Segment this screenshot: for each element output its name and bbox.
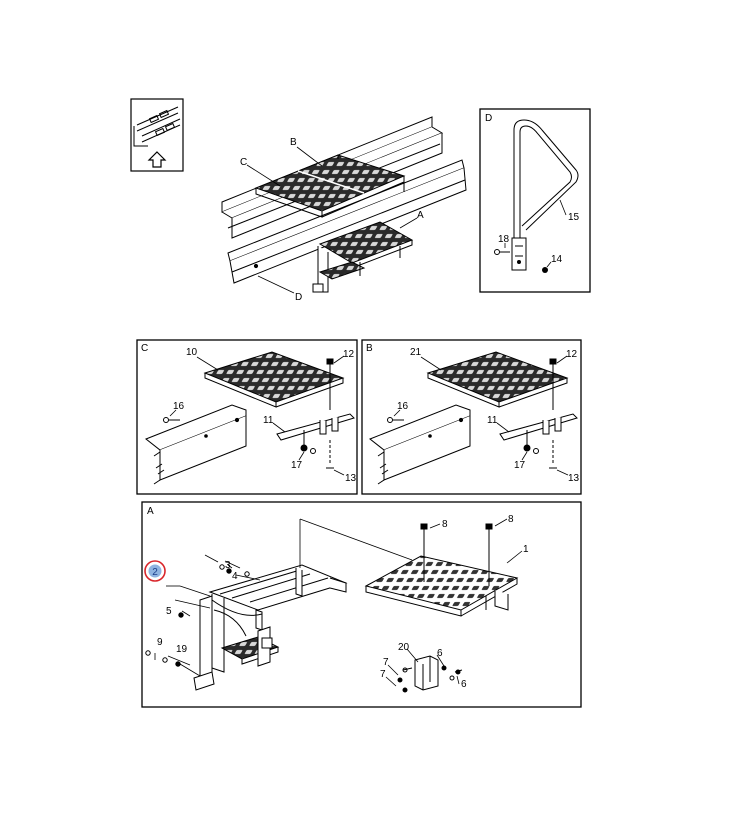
handrail-part — [511, 119, 579, 271]
channel-rail-b — [369, 404, 471, 485]
callout-7-a: 7 — [383, 657, 389, 668]
panel-d: D 15 18 14 — [479, 108, 591, 293]
arrow-up-icon — [147, 151, 167, 168]
bolts-b — [387, 358, 557, 469]
callout-16-b: 16 — [397, 401, 409, 412]
panel-b: B — [361, 339, 582, 495]
bracket-11-c — [276, 413, 355, 441]
panel-b-title: B — [366, 343, 373, 354]
panel-c-leaders — [169, 355, 345, 476]
callout-3: 3 — [225, 560, 231, 571]
callout-8-b: 8 — [508, 514, 514, 525]
bolts-8 — [420, 523, 493, 586]
rails-mini-icon — [133, 106, 181, 147]
callout-15: 15 — [568, 212, 580, 223]
highlight-callout-2[interactable]: 2 — [144, 560, 166, 582]
callout-6-b: 6 — [461, 679, 467, 690]
highlight-fill — [148, 564, 162, 578]
callout-11-b: 11 — [487, 415, 498, 426]
panel-b-leaders — [393, 355, 569, 476]
callout-16: 16 — [173, 401, 185, 412]
callout-12: 12 — [343, 349, 355, 360]
callout-4: 4 — [232, 571, 238, 582]
panel-d-leaders — [504, 199, 567, 268]
callout-6-a: 6 — [437, 648, 443, 659]
callout-13: 13 — [345, 473, 357, 484]
direction-box — [130, 98, 184, 172]
callout-8-a: 8 — [442, 519, 448, 530]
frame-hardware — [145, 564, 250, 667]
callout-7-b: 7 — [380, 669, 386, 680]
callout-21: 21 — [410, 347, 422, 358]
callout-2: 2 — [152, 567, 158, 578]
overview-label-d: D — [295, 292, 302, 303]
step-frame-assembly — [193, 564, 348, 691]
callout-17: 17 — [291, 460, 303, 471]
overview-label-c: C — [240, 157, 247, 168]
callout-19: 19 — [176, 644, 188, 655]
callout-14: 14 — [551, 254, 563, 265]
panel-d-title: D — [485, 113, 492, 124]
step-grate-1 — [364, 555, 519, 617]
panel-a-assembly-leaders — [154, 518, 413, 677]
overview-label-a: A — [417, 210, 424, 221]
panel-c: C — [136, 339, 358, 495]
callout-10: 10 — [186, 347, 198, 358]
grate-10 — [203, 351, 345, 408]
callout-17-b: 17 — [514, 460, 526, 471]
callout-5: 5 — [166, 606, 172, 617]
callout-11: 11 — [263, 415, 274, 426]
highlight-ring — [144, 560, 166, 582]
nut-14 — [542, 267, 548, 273]
panel-a-leaders — [385, 518, 523, 687]
panel-a: A — [141, 501, 582, 708]
overview-leaders — [246, 146, 418, 294]
channel-rail-c — [145, 404, 247, 485]
callout-20: 20 — [398, 642, 410, 653]
panel-a-title: A — [147, 506, 154, 517]
callout-9: 9 — [157, 637, 163, 648]
mount-bracket-20 — [397, 655, 463, 693]
grate-21 — [426, 351, 569, 408]
bracket-11-b — [499, 413, 578, 441]
overview-illustration — [221, 116, 467, 293]
bolts-c — [163, 358, 334, 469]
overview-label-b: B — [290, 137, 297, 148]
bolt-18 — [494, 249, 510, 255]
panel-c-title: C — [141, 343, 148, 354]
callout-18: 18 — [498, 234, 510, 245]
callout-1: 1 — [523, 544, 529, 555]
callout-12-b: 12 — [566, 349, 578, 360]
callout-13-b: 13 — [568, 473, 580, 484]
